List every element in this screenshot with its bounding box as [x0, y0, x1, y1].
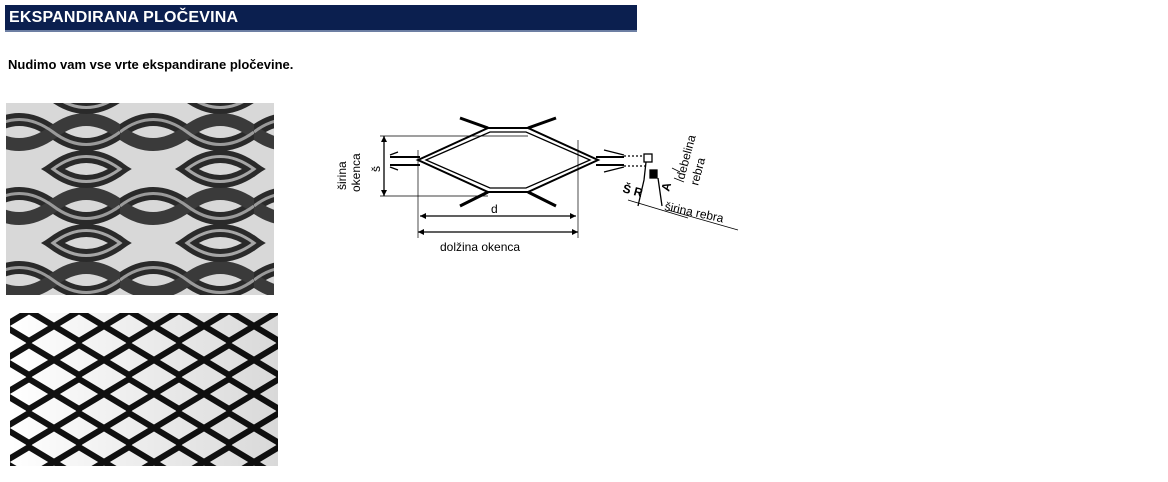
- label-okenca: okenca: [349, 153, 363, 192]
- intro-text: Nudimo vam vse vrte ekspandirane pločevi…: [8, 57, 294, 72]
- label-sR: Š R: [621, 180, 645, 200]
- mesh-dimensions-diagram: širina okenca š d dolžina okenca Š R A d…: [335, 116, 739, 254]
- page-title: EKSPANDIRANA PLOČEVINA: [9, 9, 239, 26]
- label-s: š: [369, 166, 383, 172]
- page-header: EKSPANDIRANA PLOČEVINA: [5, 5, 637, 32]
- label-sirina: širina: [335, 161, 349, 190]
- expanded-metal-photo-small-mesh: [10, 313, 278, 466]
- label-A: A: [658, 180, 674, 192]
- label-d: d: [491, 202, 498, 216]
- label-sirina-rebra: širina rebra: [663, 199, 725, 225]
- label-dolzina-okenca: dolžina okenca: [440, 240, 520, 254]
- expanded-metal-photo-large-mesh: [6, 103, 274, 295]
